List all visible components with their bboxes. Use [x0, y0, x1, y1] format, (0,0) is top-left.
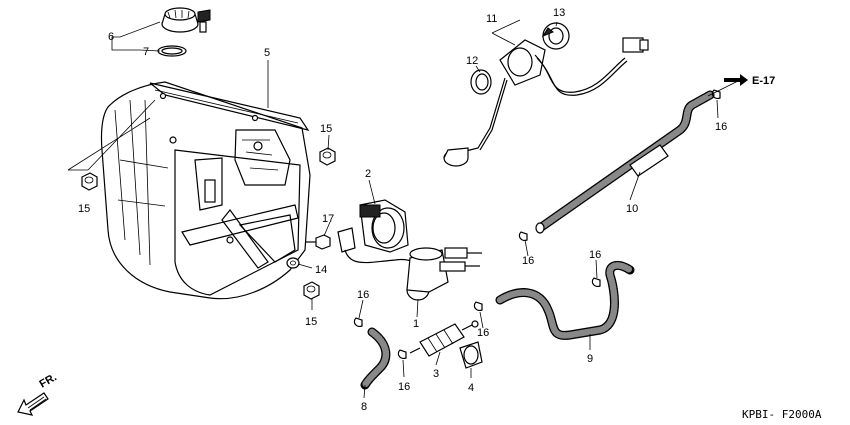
breather-hose [535, 90, 715, 234]
nut-15-right-top [319, 147, 336, 166]
clip-16-c [473, 301, 483, 311]
part-label-1: 1 [413, 318, 419, 330]
front-direction-arrow-icon [17, 392, 49, 416]
part-label-6: 6 [108, 31, 114, 43]
diagram-code: KPBI- F2000A [742, 408, 822, 421]
part-label-16-d: 16 [522, 255, 534, 267]
clip-16-f [711, 89, 721, 99]
part-label-16-a: 16 [357, 289, 369, 301]
fuel-pump [406, 247, 482, 301]
part-label-8: 8 [361, 401, 367, 413]
fuel-tank [100, 81, 311, 300]
part-label-16-b: 16 [398, 381, 410, 393]
part-label-2: 2 [365, 168, 371, 180]
part-label-4: 4 [468, 382, 474, 394]
part-label-15-left: 15 [78, 203, 90, 215]
part-label-16-c: 16 [477, 327, 489, 339]
part-label-11: 11 [486, 13, 497, 25]
fuel-filter [409, 320, 479, 357]
part-label-5: 5 [264, 47, 270, 59]
nut-15-left [81, 172, 98, 191]
part-label-13: 13 [553, 7, 565, 19]
clip-16-e [591, 277, 601, 287]
bolt-17 [306, 234, 331, 250]
part-label-7: 7 [143, 46, 149, 58]
fuel-cap [161, 7, 211, 33]
part-label-16-f: 16 [715, 121, 727, 133]
clip-16-b [397, 349, 407, 359]
part-label-10: 10 [626, 203, 638, 215]
part-label-15-bottom: 15 [305, 316, 317, 328]
part-label-3: 3 [433, 368, 439, 380]
part-label-12: 12 [466, 55, 478, 67]
fuel-hose-8 [360, 327, 391, 390]
direction-label: FR. [38, 371, 59, 390]
leader-lines [67, 19, 741, 399]
part-label-16-e: 16 [589, 249, 601, 261]
filter-holder [459, 341, 483, 369]
part-label-14: 14 [315, 264, 327, 276]
reference-arrow [724, 74, 748, 86]
gauge-set-plate [541, 22, 570, 50]
washer-14 [286, 257, 300, 269]
fuel-level-sensor [443, 37, 649, 167]
nut-15-right-bottom [303, 281, 320, 300]
fuel-hose-9 [495, 260, 635, 340]
pump-bracket [337, 199, 409, 253]
cap-seal [157, 45, 187, 57]
part-label-9: 9 [587, 353, 593, 365]
clip-16-a [353, 317, 363, 327]
clip-16-d [518, 231, 528, 241]
part-label-15-top: 15 [320, 123, 332, 135]
gauge-packing [470, 69, 492, 95]
part-label-17: 17 [322, 213, 334, 225]
reference-label: E-17 [752, 75, 775, 87]
